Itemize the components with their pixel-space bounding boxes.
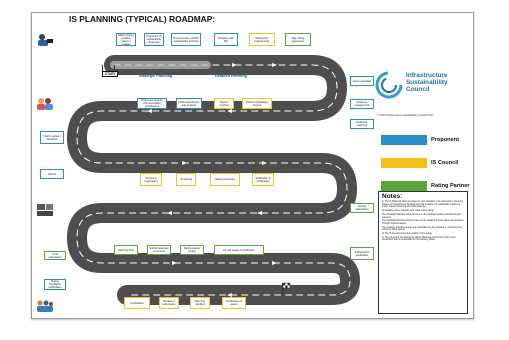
phase-label-strategic: Strategic Planning — [139, 74, 173, 78]
notes-paragraph: 4) The Council is monitoring the rating.… — [382, 236, 456, 242]
road-diagram — [67, 55, 360, 305]
legend-label-proponent: Proponent — [431, 137, 459, 143]
step-box: Rating scorecard — [210, 173, 240, 186]
notes-paragraph: The strategic planning ratings are under… — [382, 226, 462, 232]
isc-logo: Infrastructure Sustainability Council — [374, 68, 470, 108]
road-center-line — [76, 64, 351, 296]
arrow-icon — [232, 63, 237, 67]
notes-paragraph: 3) The IS Council is the final certifier… — [382, 233, 433, 236]
arrow-icon — [262, 161, 267, 165]
step-box: Agree approach — [350, 76, 374, 86]
step-box: Planning Tool — [114, 245, 138, 255]
step-box: Final submission — [44, 251, 66, 260]
arrow-icon — [227, 109, 232, 113]
step-box: Rating submission — [350, 203, 374, 213]
step-box: Verification & certification — [252, 173, 274, 186]
legend-label-rating-partner: Rating Partner — [431, 183, 470, 189]
step-box: Proponent appoint ISC accredited profess… — [137, 98, 167, 109]
assessor-person-icon — [37, 204, 53, 216]
step-box: Rating Highlights certification — [44, 279, 66, 290]
finish-flag-icon — [282, 282, 291, 295]
notes-panel: Notes: 1) The IS Planning rating provide… — [378, 191, 468, 314]
step-box: Evidence, matching — [350, 119, 374, 129]
logo-line2: Sustainability — [406, 79, 448, 86]
phase-label-detailed: Detailed Planning — [215, 74, 247, 78]
step-box: Submit assessor comments — [147, 245, 171, 255]
arrow-icon — [172, 261, 177, 265]
legend-swatch-is-council — [381, 158, 427, 168]
step-box: Review of submission — [159, 297, 179, 309]
logo-line1: Infrastructure — [406, 72, 448, 79]
arrow-icon — [227, 293, 232, 297]
notes-paragraph: The Detailed Planning rating focuses on … — [382, 220, 464, 225]
step-box: Independent verification — [350, 247, 374, 260]
arrow-icon — [257, 211, 262, 215]
arrow-icon — [182, 161, 187, 165]
step-box: Make enquiry & advise intent to register — [116, 33, 136, 46]
step-box: Review & registration — [140, 173, 162, 186]
isc-logo-mark-icon — [375, 71, 403, 99]
step-box: Review & Strategic Consult — [242, 98, 272, 109]
rating-partner-person-icon — [37, 98, 53, 110]
direction-arrows — [147, 63, 277, 297]
copyright-text: © 2023 Infrastructure Sustainability Cou… — [377, 114, 434, 117]
step-box: Initial assessment, gap analysis — [176, 98, 202, 109]
roadmap-sheet: IS PLANNING (TYPICAL) ROADMAP: — [31, 12, 474, 319]
step-box: Communicate, identify sustainability pri… — [171, 33, 201, 46]
legend-swatch-proponent — [381, 135, 427, 145]
step-box: Assessor engagement — [350, 99, 374, 109]
arrow-icon — [272, 63, 277, 67]
legend-swatch-rating-partner — [381, 181, 427, 191]
page-title: IS PLANNING (TYPICAL) ROADMAP: — [69, 14, 216, 24]
step-box: Rating partner review — [180, 245, 204, 255]
start-gate-icon — [102, 65, 115, 75]
step-box: Proponent IS sustainability champion — [144, 33, 164, 46]
step-box: Register with ISC — [214, 33, 238, 46]
step-box: Certification & award — [222, 297, 246, 309]
step-box: Planning certified — [190, 297, 210, 309]
proponent-person-icon — [38, 34, 53, 46]
step-box: Sign rating agreement — [285, 33, 311, 46]
is-council-person-icon — [37, 300, 53, 312]
step-box: Meeting for requirements — [249, 33, 275, 46]
notes-paragraph: The Strategic Planning rating focuses on… — [382, 213, 461, 219]
arrow-icon — [167, 211, 172, 215]
step-box: Submit — [40, 169, 64, 179]
notes-paragraph: 2) Suitable at one separate and single a… — [382, 210, 434, 213]
arrow-icon — [272, 261, 277, 265]
step-box: Certification — [124, 297, 150, 309]
step-box: Formal review & verification — [214, 245, 264, 255]
start-label: START — [102, 71, 119, 77]
logo-line3: Council — [406, 86, 430, 93]
arrow-icon — [147, 109, 152, 113]
step-box: Interim review / workshop — [40, 131, 64, 144]
legend-label-is-council: IS Council — [431, 160, 459, 166]
notes-paragraph: 1) The IS Planning rating provides for e… — [382, 201, 463, 209]
notes-heading: Notes: — [382, 193, 403, 200]
step-box: Expert meeting — [214, 98, 234, 109]
step-box: IS training — [176, 173, 196, 186]
